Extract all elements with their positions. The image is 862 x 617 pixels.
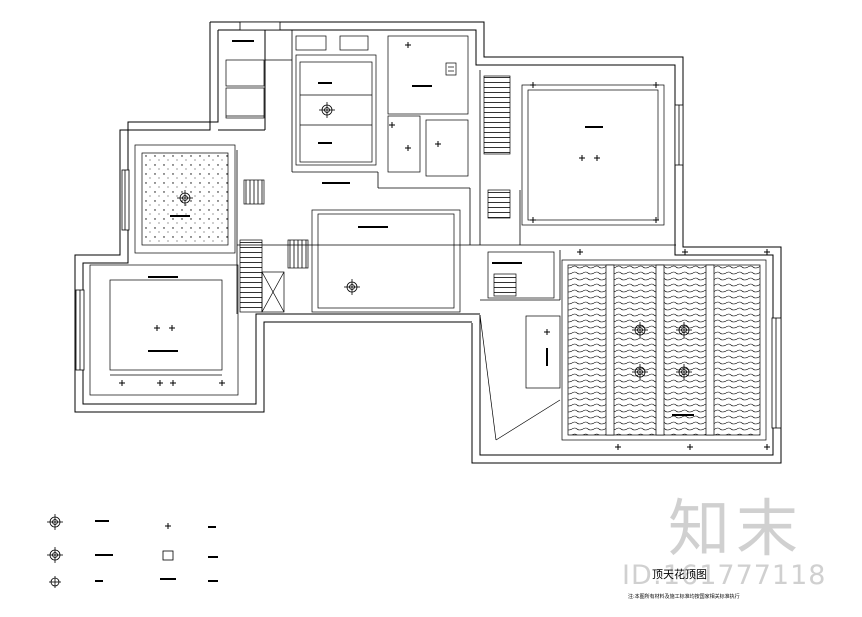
spot-icon <box>118 379 126 387</box>
drawing-note: 注:本图所有材料及施工标准均按国家相关标准执行 <box>628 594 740 600</box>
room-bathroom <box>387 35 469 177</box>
kitchen-lamp-icon <box>318 101 336 119</box>
legend <box>46 513 218 588</box>
room-bedroom-left <box>89 264 239 396</box>
spot-icon <box>156 379 164 387</box>
watermark-logo: 知末 <box>668 492 805 565</box>
room-dining <box>311 209 461 313</box>
spot-icon <box>168 324 176 332</box>
room-storage <box>225 59 265 119</box>
spot-icon <box>763 443 771 451</box>
spot-icon <box>169 379 177 387</box>
dining-lamp-icon <box>343 278 361 296</box>
room-bedroom-right <box>483 75 665 226</box>
spot-icon <box>529 216 537 224</box>
spot-icon <box>652 81 660 89</box>
corridor-hatch <box>239 239 309 313</box>
spot-icon <box>576 248 584 256</box>
spot-icon <box>153 324 161 332</box>
spot-icon <box>686 443 694 451</box>
room-utility <box>479 251 561 441</box>
room-living <box>561 259 767 441</box>
watermark-id: ID:161777118 <box>622 560 827 591</box>
outer-walls <box>74 21 782 464</box>
room-study <box>134 144 265 254</box>
windows <box>75 21 782 429</box>
spot-icon <box>404 41 412 49</box>
spot-icon <box>529 81 537 89</box>
drawing-title: 顶天花顶图 <box>652 568 707 581</box>
room-kitchen <box>295 35 377 166</box>
spot-icon <box>763 248 771 256</box>
annotation-marks <box>148 40 694 416</box>
spot-icon <box>578 154 586 162</box>
spot-icon <box>404 144 412 152</box>
spot-icon <box>681 248 689 256</box>
partitions <box>236 30 676 314</box>
spot-icon <box>388 121 396 129</box>
spot-icon <box>593 154 601 162</box>
spot-icon <box>218 379 226 387</box>
spot-icon <box>434 140 442 148</box>
spot-icon <box>543 328 551 336</box>
spot-icon <box>614 443 622 451</box>
